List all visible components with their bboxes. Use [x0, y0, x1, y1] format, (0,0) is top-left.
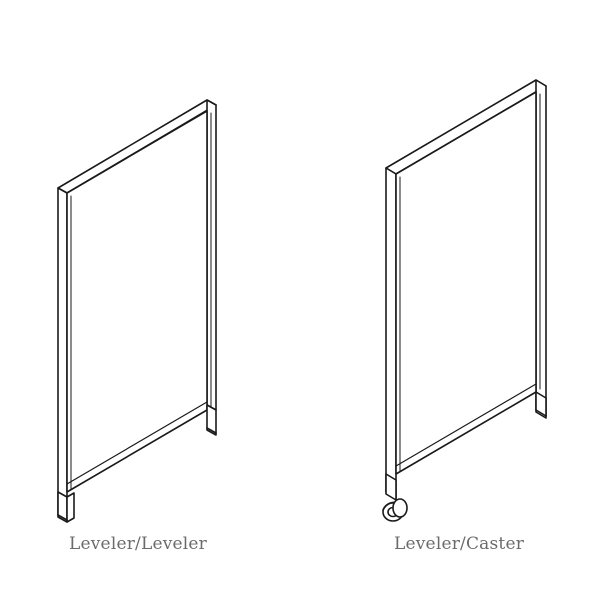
panel-left-upright — [57, 187, 68, 521]
caster-wheel — [382, 498, 408, 522]
caption-leveler-leveler: Leveler/Leveler — [69, 534, 208, 554]
panel-left-upright — [385, 167, 397, 499]
panel-board — [66, 110, 208, 493]
panel-right-upright — [535, 79, 547, 417]
caption-leveler-caster: Leveler/Caster — [394, 534, 525, 554]
panel-leveler-leveler — [57, 99, 217, 523]
leveler-foot-right — [206, 404, 217, 436]
panel-leveler-caster — [382, 79, 547, 522]
